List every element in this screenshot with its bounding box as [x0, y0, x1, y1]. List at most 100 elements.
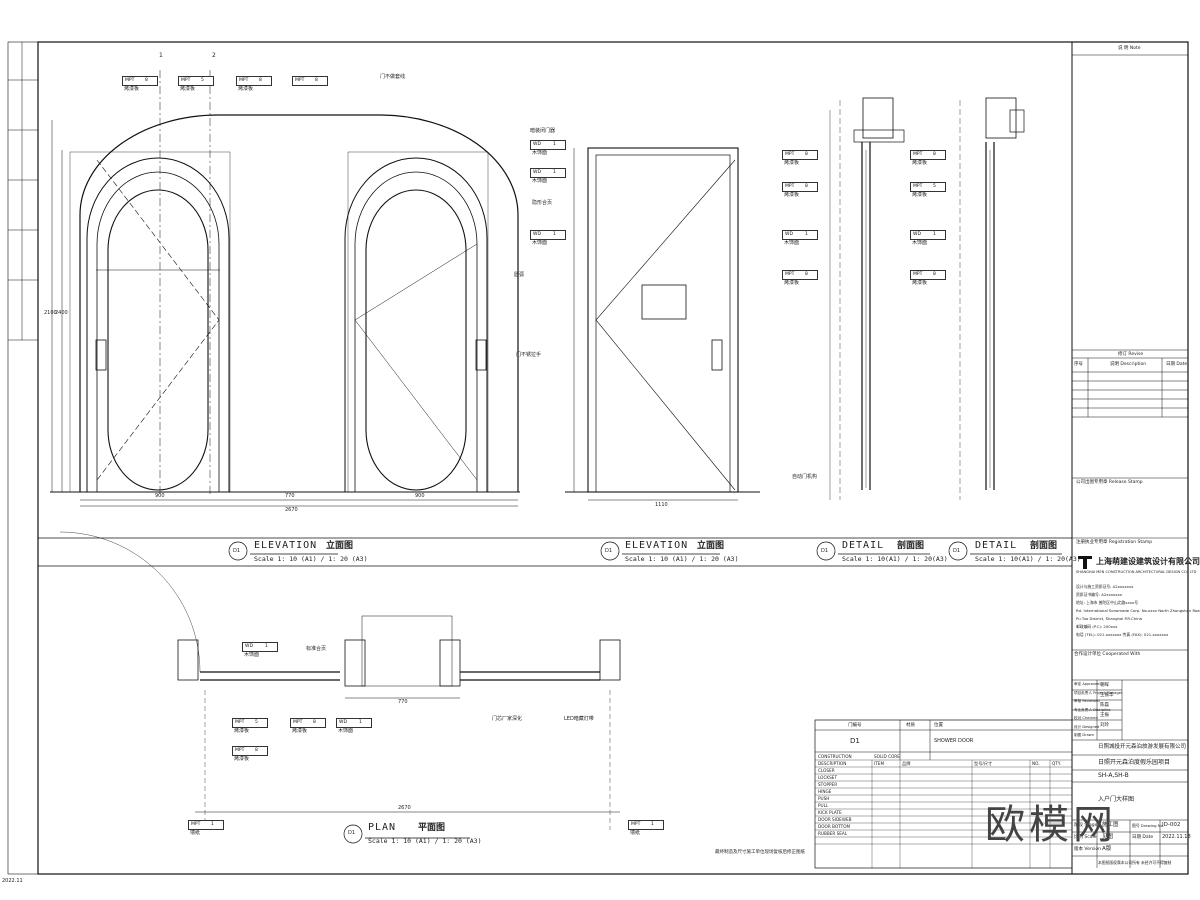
schedule-head-location: 位置 [934, 723, 943, 728]
tag-number: 8 [933, 272, 936, 277]
grid-bubble-1: 1 [159, 52, 163, 59]
tag-number: 5 [255, 720, 258, 725]
tag-number: 1 [553, 170, 556, 175]
schedule-cell: LOCKSET [818, 775, 838, 780]
tb-drawing-no-label: 图号 Drawing No. [1132, 823, 1165, 828]
company-info-line: 邮政编码 (P.C): 200xxx [1076, 624, 1118, 629]
tag-number: 8 [805, 152, 808, 157]
schedule-cell: DESCRIPTION [818, 761, 847, 766]
view-number: D1 [953, 548, 961, 554]
tag-code: MPT [913, 272, 923, 277]
schedule-cell: KICK PLATE [818, 810, 842, 815]
tb-date: 2022.11.18 [1162, 834, 1191, 840]
tag-note: 烤漆板 [912, 160, 928, 166]
tag-code: MPT [785, 184, 795, 189]
tag-code: MPT [235, 748, 245, 753]
dim-door2-width: 1110 [655, 502, 668, 508]
tag-code: MPT [913, 152, 923, 157]
tb-date-label: 日期 Date [1132, 835, 1154, 840]
tag-note: 烤漆板 [292, 728, 308, 734]
tag-note: 烤漆板 [238, 86, 254, 92]
tag-code: MPT [913, 184, 923, 189]
tb-cooperated: 合作设计单位 Cooperated With [1074, 652, 1141, 657]
schedule-head-material: 材质 [906, 723, 915, 728]
tag-number: 1 [651, 822, 654, 827]
company-info-line: Pu Tuo District, Shanghai P.R.China [1076, 616, 1142, 621]
tb-drawing-title: 入户门大样图 [1098, 796, 1135, 803]
tag-note: 木饰面 [912, 240, 928, 246]
tag-code: WD [533, 232, 541, 237]
tag-note: 烤漆板 [784, 192, 800, 198]
schedule-cell: CONSTRUCTION [818, 754, 852, 759]
plan-material-tag: MPT 1 [188, 820, 224, 830]
tag-code: WD [533, 142, 541, 147]
detail1-material-tag: MPT 8 [782, 150, 818, 160]
dim-arch-height: 2400 [55, 310, 68, 316]
tag-note: 墙纸 [190, 830, 201, 836]
view-title-cn: 剖面图 [1030, 541, 1058, 551]
view-number: D1 [821, 548, 829, 554]
tag-number: 1 [211, 822, 214, 827]
schedule-cell: RUBBER SEAL [818, 831, 848, 836]
tag-code: WD [533, 170, 541, 175]
tb-stage: 施工图 [1102, 822, 1119, 828]
company-info-line: 设计与施工资质证号: A2xxxxxxx [1076, 584, 1134, 589]
role-label: 专业负责人 Discipline [1074, 707, 1111, 712]
schedule-cell: DOOR SIDEWEB [818, 817, 852, 822]
tb-subproject: SH-A,SH-B [1098, 772, 1129, 779]
schedule-cell: PUSH [818, 796, 830, 801]
elev1-material-tag: MPT 8 [122, 76, 158, 86]
view-number: D1 [605, 548, 613, 554]
view-number: D1 [233, 548, 241, 554]
tag-note: 木饰面 [532, 240, 548, 246]
tb-registration-stamp: 注册执业专用章 Registration Stamp [1076, 540, 1153, 545]
dim-right-door: 900 [415, 493, 425, 499]
tag-number: 5 [933, 184, 936, 189]
tag-code: MPT [235, 720, 245, 725]
schedule-cell: QTY. [1052, 761, 1061, 766]
schedule-cell: NO. [1032, 761, 1040, 766]
view-scale: Scale 1: 10 (A1) / 1: 20 (A3) [254, 555, 368, 563]
tag-code: MPT [295, 78, 305, 83]
role-label: 审核 Reviewed [1074, 699, 1100, 703]
tag-code: MPT [631, 822, 641, 827]
view-title-en: DETAIL [842, 540, 885, 551]
view-title-cn: 平面图 [418, 823, 446, 833]
company-info-line: Rd. International Sonomade Corp. No.xxxx… [1076, 608, 1200, 613]
tag-number: 8 [313, 720, 316, 725]
tag-note: 烤漆板 [912, 192, 928, 198]
tag-code: MPT [181, 78, 191, 83]
tag-code: MPT [785, 152, 795, 157]
view-title-en: PLAN [368, 822, 397, 833]
tag-number: 8 [145, 78, 148, 83]
schedule-cell: 品牌 [902, 761, 911, 766]
tag-code: MPT [125, 78, 135, 83]
tag-number: 5 [201, 78, 204, 83]
tb-rev-col-1: 序号 [1074, 362, 1083, 367]
tb-bottom-note: 本图纸版权属本公司所有 未经许可不得复制 [1098, 860, 1172, 865]
role-name: 刘玲 [1100, 723, 1109, 728]
schedule-location: SHOWER DOOR [934, 738, 974, 744]
role-label: 项目负责人 Project Manager [1074, 690, 1123, 695]
tag-code: MPT [191, 822, 201, 827]
company-info-line: 地址: 上海市 普陀区中山北路xxxx号 [1076, 600, 1139, 605]
tb-company-en: SHANGHAI MEN CONSTRUCTION ARCHITECTURAL … [1076, 570, 1197, 574]
role-name: 朝晖 [1100, 683, 1109, 688]
role-label: 制图 Drawn [1074, 733, 1094, 737]
schedule-head-no: 门编号 [848, 723, 862, 728]
tag-code: WD [245, 644, 253, 649]
note-door-core: 门芯厂家深化 [492, 716, 523, 722]
view-scale: Scale 1: 10 (A1) / 1: 20 (A3) [368, 837, 482, 845]
tb-stage-label: 阶段 Stage [1074, 823, 1098, 828]
schedule-cell: STOPPER [818, 782, 838, 787]
tag-code: MPT [785, 272, 795, 277]
footer-date: 2022.11 [2, 878, 23, 884]
dim-total-width: 2670 [285, 507, 298, 513]
tag-number: 1 [805, 232, 808, 237]
tag-number: 8 [315, 78, 318, 83]
